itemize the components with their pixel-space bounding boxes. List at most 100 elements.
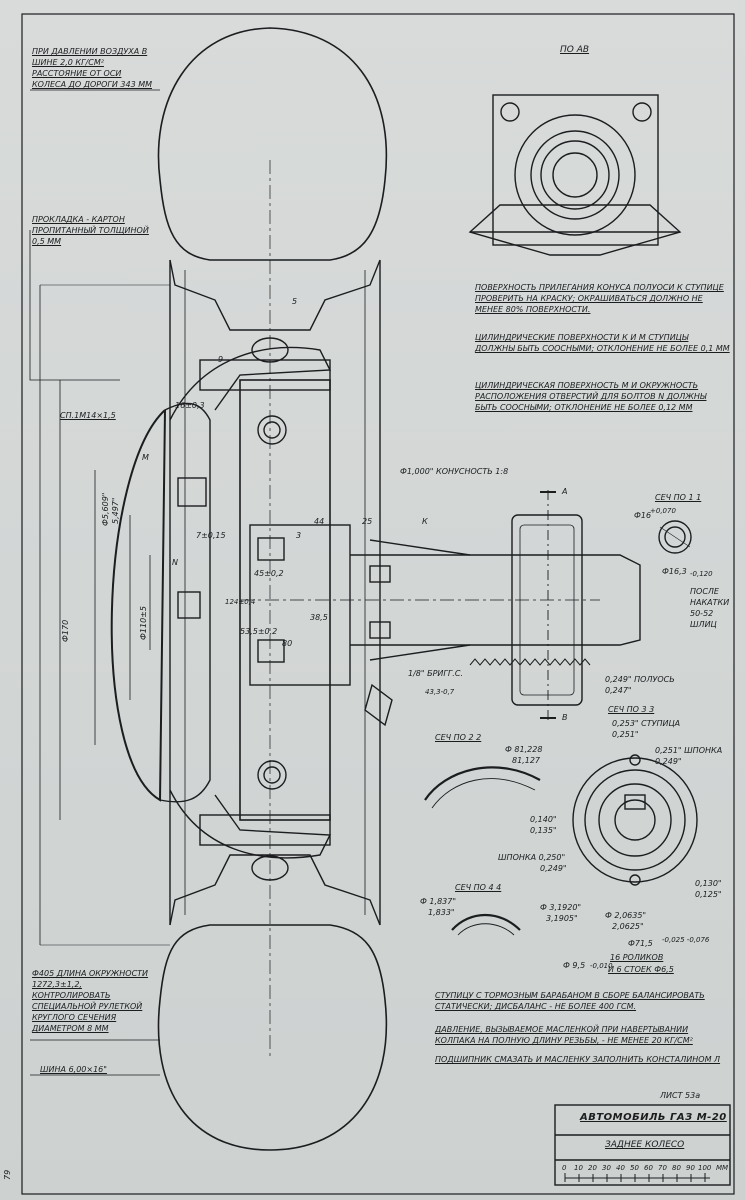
scale-label-40: 40 — [616, 1164, 625, 1172]
scale-label-mm: ММ — [716, 1164, 729, 1172]
tire-upper — [157, 27, 388, 261]
dim-170: Ф170 — [61, 619, 70, 642]
dim-715: Ф71,5 — [628, 939, 653, 948]
dim-9: 9 — [218, 355, 224, 364]
dim-163: Ф16,3 — [662, 567, 687, 576]
dim-1837b: 1,833" — [428, 908, 455, 917]
dim-sp: СП.1М14×1,5 — [60, 411, 116, 420]
dim-80: 80 — [282, 639, 293, 648]
dim-shp1: 0,251" ШПОНКА — [655, 746, 723, 755]
scale-label-50: 50 — [630, 1164, 639, 1172]
label-n: N — [172, 558, 178, 567]
dim-stup2: 0,251" — [612, 730, 639, 739]
note-tire: ШИНА 6,00×16" — [40, 1065, 107, 1074]
section-11 — [658, 520, 692, 554]
dim-5497: 5,497" — [111, 497, 120, 524]
sheet-number: ЛИСТ 53а — [660, 1091, 701, 1100]
dim-shp4: 0,249" — [540, 864, 567, 873]
axle-shaft — [350, 554, 641, 646]
label-section-22: СЕЧ ПО 2 2 — [435, 733, 482, 742]
title-block — [554, 1104, 731, 1186]
scale-label-70: 70 — [658, 1164, 667, 1172]
dim-shp3: ШПОНКА 0,250" — [498, 853, 566, 862]
dim-110: Ф110±5 — [139, 606, 148, 640]
scale-label-90: 90 — [686, 1164, 695, 1172]
scale-label-80: 80 — [672, 1164, 681, 1172]
dim-130b: 0,125" — [695, 890, 722, 899]
label-section-11: СЕЧ ПО 1 1 — [655, 493, 702, 502]
label-after: ПОСЛЕ НАКАТКИ 50-52 ШЛИЦ — [690, 587, 730, 629]
scale-label-30: 30 — [602, 1164, 611, 1172]
label-section-33: СЕЧ ПО 3 3 — [608, 705, 655, 714]
dim-3192a: Ф 3,1920" — [540, 903, 582, 912]
page-number: 79 — [3, 1169, 12, 1180]
label-b: В — [562, 713, 568, 722]
dim-stup1: 0,253" СТУПИЦА — [612, 719, 681, 728]
dim-16: 16±0,3 — [175, 401, 205, 410]
scale-label-60: 60 — [644, 1164, 653, 1172]
spring-coil — [469, 658, 591, 666]
dim-brig: 1/8" БРИГГ.С. — [408, 669, 463, 678]
section-33 — [572, 754, 698, 886]
dim-3: 3 — [296, 531, 302, 540]
dim-pol2: 0,247" — [605, 686, 632, 695]
dim-1837a: Ф 1,837" — [420, 897, 457, 906]
axle-bracket — [511, 514, 583, 706]
dim-130a: 0,130" — [695, 879, 722, 888]
dim-124: 124±0,4 — [225, 598, 256, 606]
label-k: К — [422, 517, 428, 526]
section-22 — [424, 766, 541, 801]
dim-2063b: 2,0625" — [612, 922, 644, 931]
dim-pol1: 0,249" ПОЛУОСЬ — [605, 675, 675, 684]
label-section-44: СЕЧ ПО 4 4 — [455, 883, 502, 892]
note-circumference: Ф405 ДЛИНА ОКРУЖНОСТИ 1272,3±1,2, КОНТРО… — [32, 969, 149, 1033]
dim-5: 5 — [292, 297, 298, 306]
dim-385: 38,5 — [310, 613, 328, 622]
dim-16s: Ф16 — [634, 511, 652, 520]
label-m: М — [142, 453, 149, 462]
dim-2063a: Ф 2,0635" — [605, 911, 647, 920]
scale-label-20: 20 — [588, 1164, 597, 1172]
dim-rollers1: 16 РОЛИКОВ — [610, 953, 664, 962]
dim-433: 43,3-0,7 — [425, 688, 455, 696]
note-balance: СТУПИЦУ С ТОРМОЗНЫМ БАРАБАНОМ В СБОРЕ БА… — [435, 991, 705, 1011]
dim-140b: 0,135" — [530, 826, 557, 835]
note-tire-pressure: ПРИ ДАВЛЕНИИ ВОЗДУХА В ШИНЕ 2,0 КГ/СМ² Р… — [32, 47, 153, 89]
scale-label-0: 0 — [562, 1164, 567, 1172]
title-part: ЗАДНЕЕ КОЛЕСО — [605, 1140, 685, 1150]
dim-3192b: 3,1905" — [546, 914, 578, 923]
view-ab — [468, 94, 682, 256]
scale-label-10: 10 — [574, 1164, 583, 1172]
section-44 — [451, 913, 521, 931]
note-pressure: ДАВЛЕНИЕ, ВЫЗЫВАЕМОЕ МАСЛЕНКОЙ ПРИ НАВЕР… — [435, 1025, 693, 1045]
label-view-ab: ПО АВ — [560, 45, 590, 55]
sheet-border — [21, 13, 735, 1195]
dim-cone: Ф1,000" КОНУСНОСТЬ 1:8 — [400, 467, 509, 476]
note-coaxial-km: ЦИЛИНДРИЧЕСКИЕ ПОВЕРХНОСТИ К И М СТУПИЦЫ… — [475, 333, 730, 353]
tire-lower — [157, 924, 388, 1151]
note-cone-fit: ПОВЕРХНОСТЬ ПРИЛЕГАНИЯ КОНУСА ПОЛУОСИ К … — [475, 283, 724, 314]
note-gasket: ПРОКЛАДКА - КАРТОН ПРОПИТАННЫЙ ТОЛЩИНОЙ … — [32, 215, 149, 246]
note-coaxial-mn: ЦИЛИНДРИЧЕСКАЯ ПОВЕРХНОСТЬ М И ОКРУЖНОСТ… — [475, 381, 707, 412]
dim-95b: -0,010 — [590, 962, 613, 970]
dim-25: 25 — [362, 517, 373, 526]
dim-44: 44 — [314, 517, 325, 526]
dim-163b: -0,120 — [690, 570, 713, 578]
dim-7: 7±0,15 — [196, 531, 226, 540]
scale-bar — [564, 1173, 710, 1182]
rim-upper — [169, 259, 381, 331]
scale-label-100: 100 — [698, 1164, 712, 1172]
rim-lower — [169, 854, 381, 926]
label-a: А — [562, 487, 568, 496]
dim-715b: -0,025 -0,076 — [662, 936, 710, 944]
dim-81b: 81,127 — [512, 756, 540, 765]
dim-45: 45±0,2 — [254, 569, 284, 578]
dim-shp2: 0,249" — [655, 757, 682, 766]
title-name: АВТОМОБИЛЬ ГАЗ М-20 — [580, 1112, 727, 1123]
note-grease: ПОДШИПНИК СМАЗАТЬ И МАСЛЕНКУ ЗАПОЛНИТЬ К… — [435, 1055, 721, 1064]
dim-535: 53,5±0,2 — [240, 627, 278, 636]
hub-cap — [110, 409, 166, 802]
dim-16sb: +0,070 — [650, 507, 676, 515]
